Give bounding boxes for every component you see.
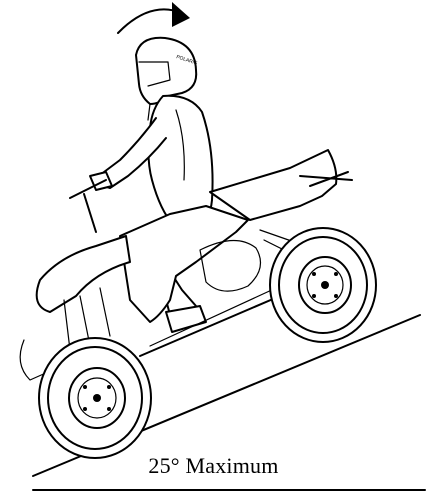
lean-forward-arrow-icon — [118, 2, 190, 33]
slope-angle-label: 25° Maximum — [0, 453, 427, 479]
front-fender — [37, 236, 130, 312]
rear-fender — [210, 150, 336, 220]
helmet — [136, 38, 196, 104]
front-wheel — [39, 338, 151, 458]
rear-wheel — [270, 228, 376, 342]
